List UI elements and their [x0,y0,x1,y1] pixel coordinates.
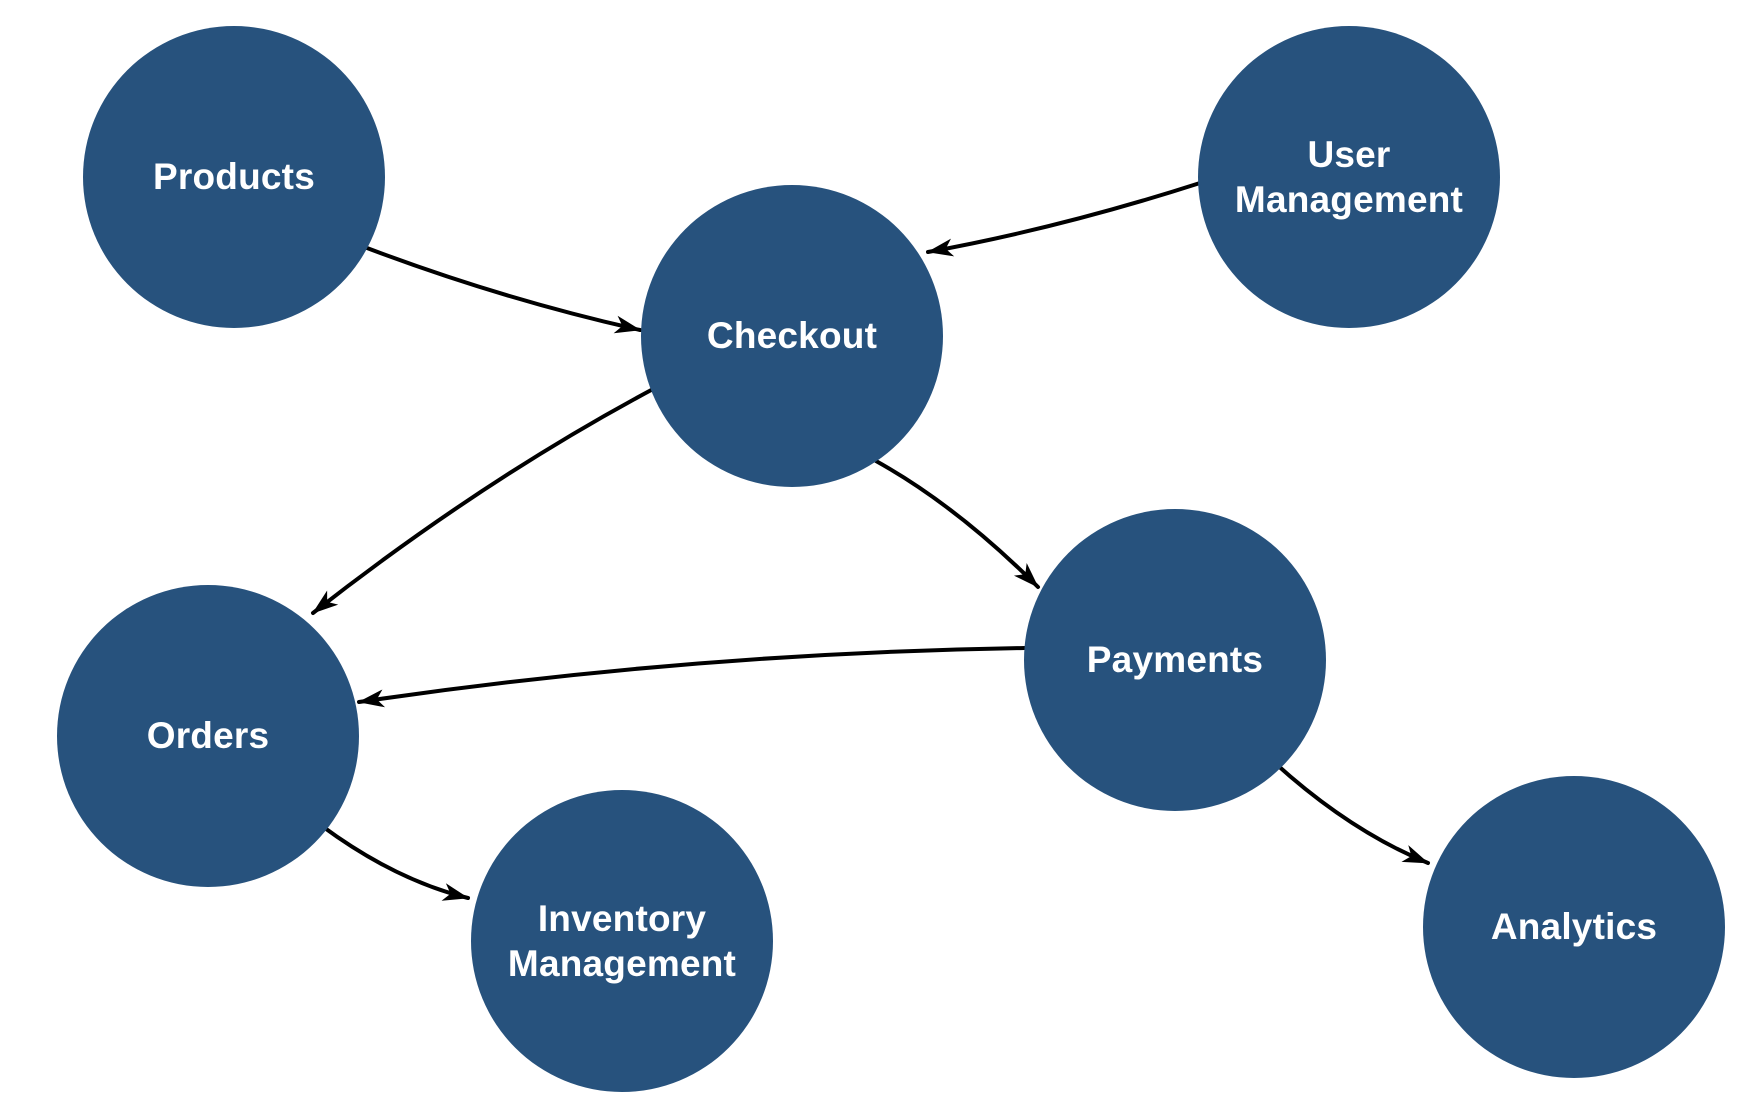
node-inventory-management[interactable]: Inventory Management [471,790,773,1092]
edge-checkout-to-payments [874,459,1040,589]
node-orders[interactable]: Orders [57,585,359,887]
edge-orders-to-inventory-management [320,824,470,901]
node-payments-label: Payments [1086,639,1264,681]
node-analytics-label: Analytics [1490,906,1658,948]
edge-payments-to-orders [357,646,1027,708]
node-products[interactable]: Products [83,26,385,328]
node-analytics[interactable]: Analytics [1423,776,1725,1078]
edge-products-to-checkout [365,246,642,334]
edge-user-management-to-checkout [926,181,1202,257]
node-checkout-label: Checkout [706,315,878,357]
edge-checkout-to-orders [311,386,657,615]
node-checkout[interactable]: Checkout [641,185,943,487]
node-orders-label: Orders [146,715,270,757]
node-user-management-label: User Management [1234,133,1464,220]
node-products-label: Products [153,156,315,198]
node-inventory-management-label: Inventory Management [507,897,737,984]
node-user-management[interactable]: User Management [1198,26,1500,328]
node-payments[interactable]: Payments [1024,509,1326,811]
edge-payments-to-analytics [1273,761,1430,865]
